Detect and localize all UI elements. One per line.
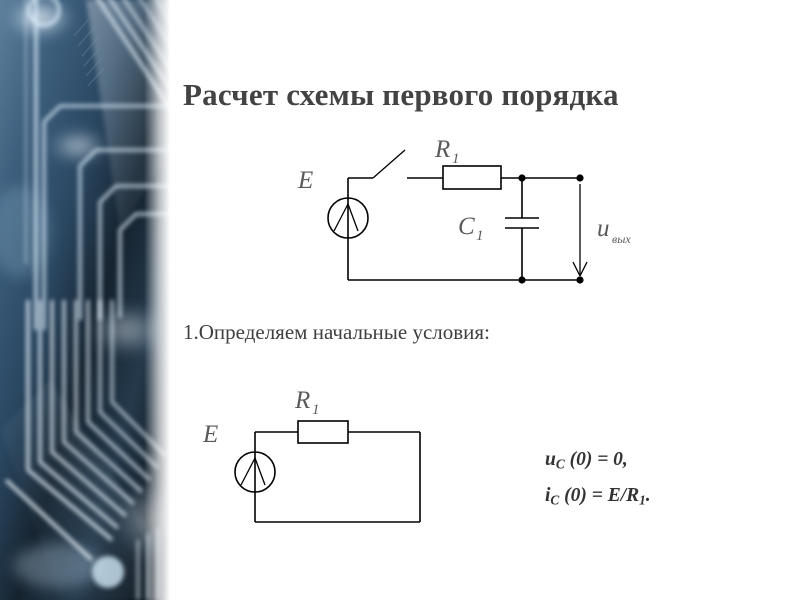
label2-resistor-r1-subscript: 1 — [312, 402, 320, 418]
source2-arrow-right-stroke — [254, 457, 266, 486]
label-source-e: E — [297, 167, 313, 194]
label-output-voltage-subscript: вых — [612, 232, 631, 246]
voltage-source2-e-circle — [234, 451, 276, 493]
step-1-text: 1.Определяем начальные условия: — [183, 320, 490, 344]
label-capacitor-c1: C — [458, 213, 475, 240]
formula-ic-symbol: i — [545, 484, 551, 506]
source2-arrow-left-stroke — [240, 457, 256, 486]
label2-source-e: E — [202, 421, 218, 448]
output-arrow-head-left — [572, 261, 581, 277]
source-arrow-left-stroke — [333, 203, 349, 232]
formula-uc-subscript: C — [555, 456, 565, 472]
formula-ic-mid: (0) = E/R — [559, 484, 640, 506]
node-dot-top-right — [576, 174, 584, 182]
label-resistor-r1-subscript: 1 — [452, 151, 460, 167]
decorative-circuit-board-image — [0, 0, 170, 600]
formula-ic-period: . — [645, 484, 651, 506]
formula-uc-symbol: u — [545, 449, 556, 470]
node-dot-top-middle — [518, 174, 526, 182]
circuit-diagram-initial-conditions: E R 1 — [202, 387, 421, 523]
label-capacitor-c1-subscript: 1 — [476, 228, 484, 244]
formula-uc-zero: uC (0) = 0, — [545, 444, 651, 480]
formula-ic-r1-subscript: 1 — [639, 492, 646, 508]
node-dot-bottom-middle — [518, 276, 526, 284]
node-dot-bottom-right — [576, 276, 584, 284]
resistor2-r1-body — [297, 420, 349, 444]
circuit-diagram-rc-with-switch: E R 1 C 1 u вых — [297, 136, 631, 284]
resistor-r1-body — [442, 165, 502, 190]
source-arrow-right-stroke — [347, 203, 359, 232]
formula-ic-zero: iC (0) = E/R1. — [545, 480, 651, 516]
formula-ic-subscript: C — [550, 492, 560, 508]
output-arrow-head-right — [579, 261, 588, 277]
circuit-board-graphic — [0, 0, 170, 600]
voltage-source-e-circle — [327, 197, 369, 239]
formula-uc-rest: (0) = 0, — [564, 449, 628, 470]
slide-title: Расчет схемы первого порядка — [183, 77, 619, 112]
initial-conditions-formulas: uC (0) = 0, iC (0) = E/R1. — [545, 444, 651, 515]
label-resistor-r1: R — [434, 136, 450, 163]
label-output-voltage: u — [597, 215, 610, 242]
label2-resistor-r1: R — [294, 387, 310, 414]
switch-blade — [372, 149, 406, 179]
